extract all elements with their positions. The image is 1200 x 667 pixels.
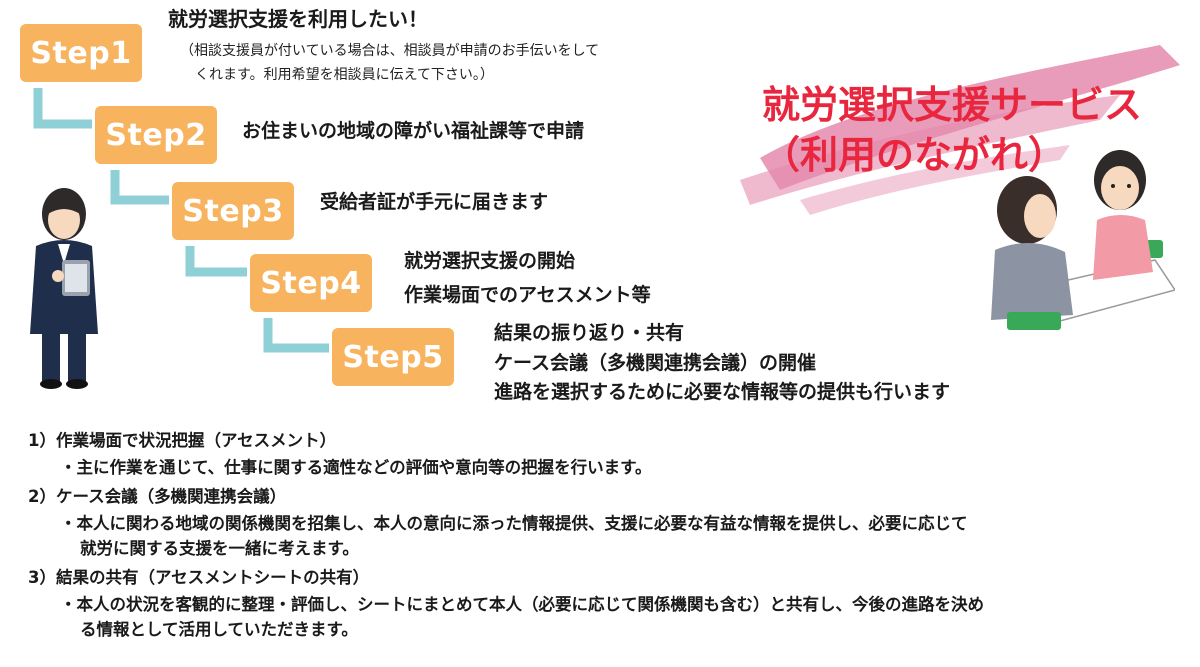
step4-box: Step4 [250, 254, 372, 312]
consultation-illustration [991, 150, 1175, 330]
detail-1-body: ・主に作業を通じて、仕事に関する適性などの評価や意向等の把握を行います。 [60, 458, 652, 477]
step5-text-line2: ケース会議（多機関連携会議）の開催 [494, 352, 817, 374]
step2-text: お住まいの地域の障がい福祉課等で申請 [242, 120, 585, 142]
step3-box: Step3 [172, 182, 294, 240]
step5-text-line3: 進路を選択するために必要な情報等の提供も行います [494, 381, 951, 403]
detail-2-body-line1: ・本人に関わる地域の関係機関を招集し、本人の意向に添った情報提供、支援に必要な有… [60, 514, 968, 533]
connector-1-2 [33, 88, 92, 129]
title-line1: 就労選択支援サービス [762, 83, 1143, 127]
title-area: 就労選択支援サービス （利用のながれ） [740, 40, 1200, 240]
step5-text-line1: 結果の振り返り・共有 [494, 322, 685, 344]
brush-stroke [740, 45, 1180, 215]
title-line2: （利用のながれ） [762, 133, 1067, 177]
step3-text: 受給者証が手元に届きます [320, 191, 549, 213]
detail-2-body-line2: 就労に関する支援を一緒に考えます。 [80, 539, 359, 558]
step4-text-line1: 就労選択支援の開始 [404, 250, 576, 272]
staff-person-illustration [30, 188, 98, 389]
step2-box: Step2 [95, 106, 217, 164]
detail-1-heading: 1）作業場面で状況把握（アセスメント） [28, 431, 337, 450]
detail-3-body-line2: る情報として活用していただきます。 [80, 620, 358, 639]
detail-3-heading: 3）結果の共有（アセスメントシートの共有） [28, 568, 370, 587]
step1-text: 就労選択支援を利用したい！ [168, 7, 428, 31]
step1-note-line1: （相談支援員が付いている場合は、相談員が申請のお手伝いをして [180, 43, 600, 59]
step4-text-line2: 作業場面でのアセスメント等 [404, 284, 651, 306]
step5-box: Step5 [332, 328, 454, 386]
detail-3-body-line1: ・本人の状況を客観的に整理・評価し、シートにまとめて本人（必要に応じて関係機関も… [60, 595, 984, 614]
step1-box: Step1 [20, 24, 142, 82]
connector-4-5 [263, 318, 329, 353]
detail-2-heading: 2）ケース会議（多機関連携会議） [28, 487, 287, 506]
detail-list: 1）作業場面で状況把握（アセスメント） ・主に作業を通じて、仕事に関する適性など… [28, 428, 1193, 642]
connector-2-3 [110, 170, 169, 205]
step1-note-line2: くれます。利用希望を相談員に伝えて下さい。） [195, 67, 494, 83]
connector-3-4 [185, 246, 247, 277]
